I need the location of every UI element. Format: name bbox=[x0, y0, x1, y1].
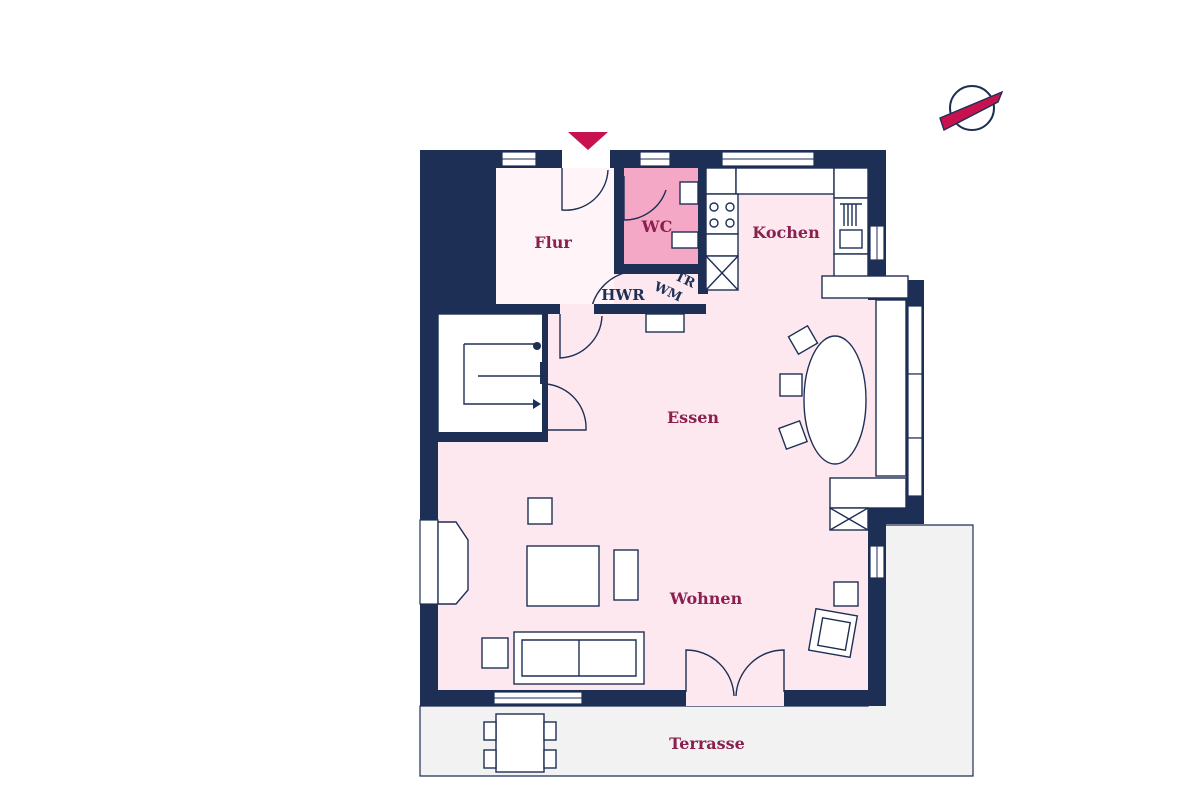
stove bbox=[705, 193, 739, 235]
room-label-flur: Flur bbox=[534, 233, 572, 252]
staircase bbox=[437, 313, 547, 435]
room-label-terrasse: Terrasse bbox=[669, 734, 745, 753]
room-label-essen: Essen bbox=[667, 408, 719, 427]
living-furniture bbox=[481, 497, 859, 685]
terrace-furniture bbox=[483, 713, 557, 773]
compass-icon bbox=[939, 85, 1004, 131]
kitchen-units bbox=[705, 167, 909, 531]
windows bbox=[419, 151, 923, 705]
doors bbox=[545, 150, 785, 706]
bay-window-seat bbox=[875, 299, 907, 477]
room-label-wohnen: Wohnen bbox=[669, 589, 743, 608]
dining-set bbox=[778, 324, 867, 465]
room-label-kochen: Kochen bbox=[752, 223, 820, 242]
hwr-cabinet bbox=[645, 313, 685, 333]
flur-floor bbox=[496, 168, 614, 304]
wc-fixtures bbox=[671, 181, 699, 249]
room-label-wc: WC bbox=[641, 217, 673, 236]
room-label-hwr: HWR bbox=[601, 286, 645, 304]
entrance-arrow-icon bbox=[568, 132, 608, 150]
